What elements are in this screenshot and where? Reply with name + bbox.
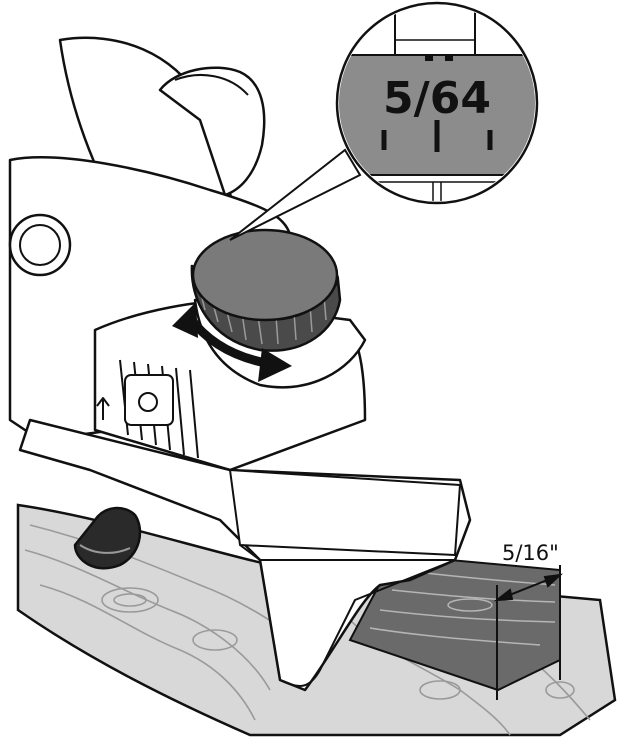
shoe-front-face	[229, 469, 461, 556]
cut-width-label: 5/16"	[502, 541, 559, 565]
planed-grain	[369, 569, 556, 646]
handle-collar	[158, 66, 266, 197]
wood-planed-section	[348, 553, 561, 692]
dimension-annotation	[493, 565, 564, 700]
callout-pointer	[229, 148, 362, 241]
dimension-arrow-right	[543, 573, 564, 588]
rotation-arrow-icon	[172, 302, 292, 382]
depth-scale-label: 5/64	[383, 73, 491, 124]
dimension-arrow-left	[493, 588, 514, 602]
depth-knob	[190, 228, 342, 352]
zoom-callout: 5/64	[229, 1, 539, 241]
knob-top	[191, 228, 339, 322]
front-handle	[73, 506, 142, 570]
up-arrow-icon	[96, 397, 110, 420]
shoe-front-panel	[259, 559, 456, 687]
